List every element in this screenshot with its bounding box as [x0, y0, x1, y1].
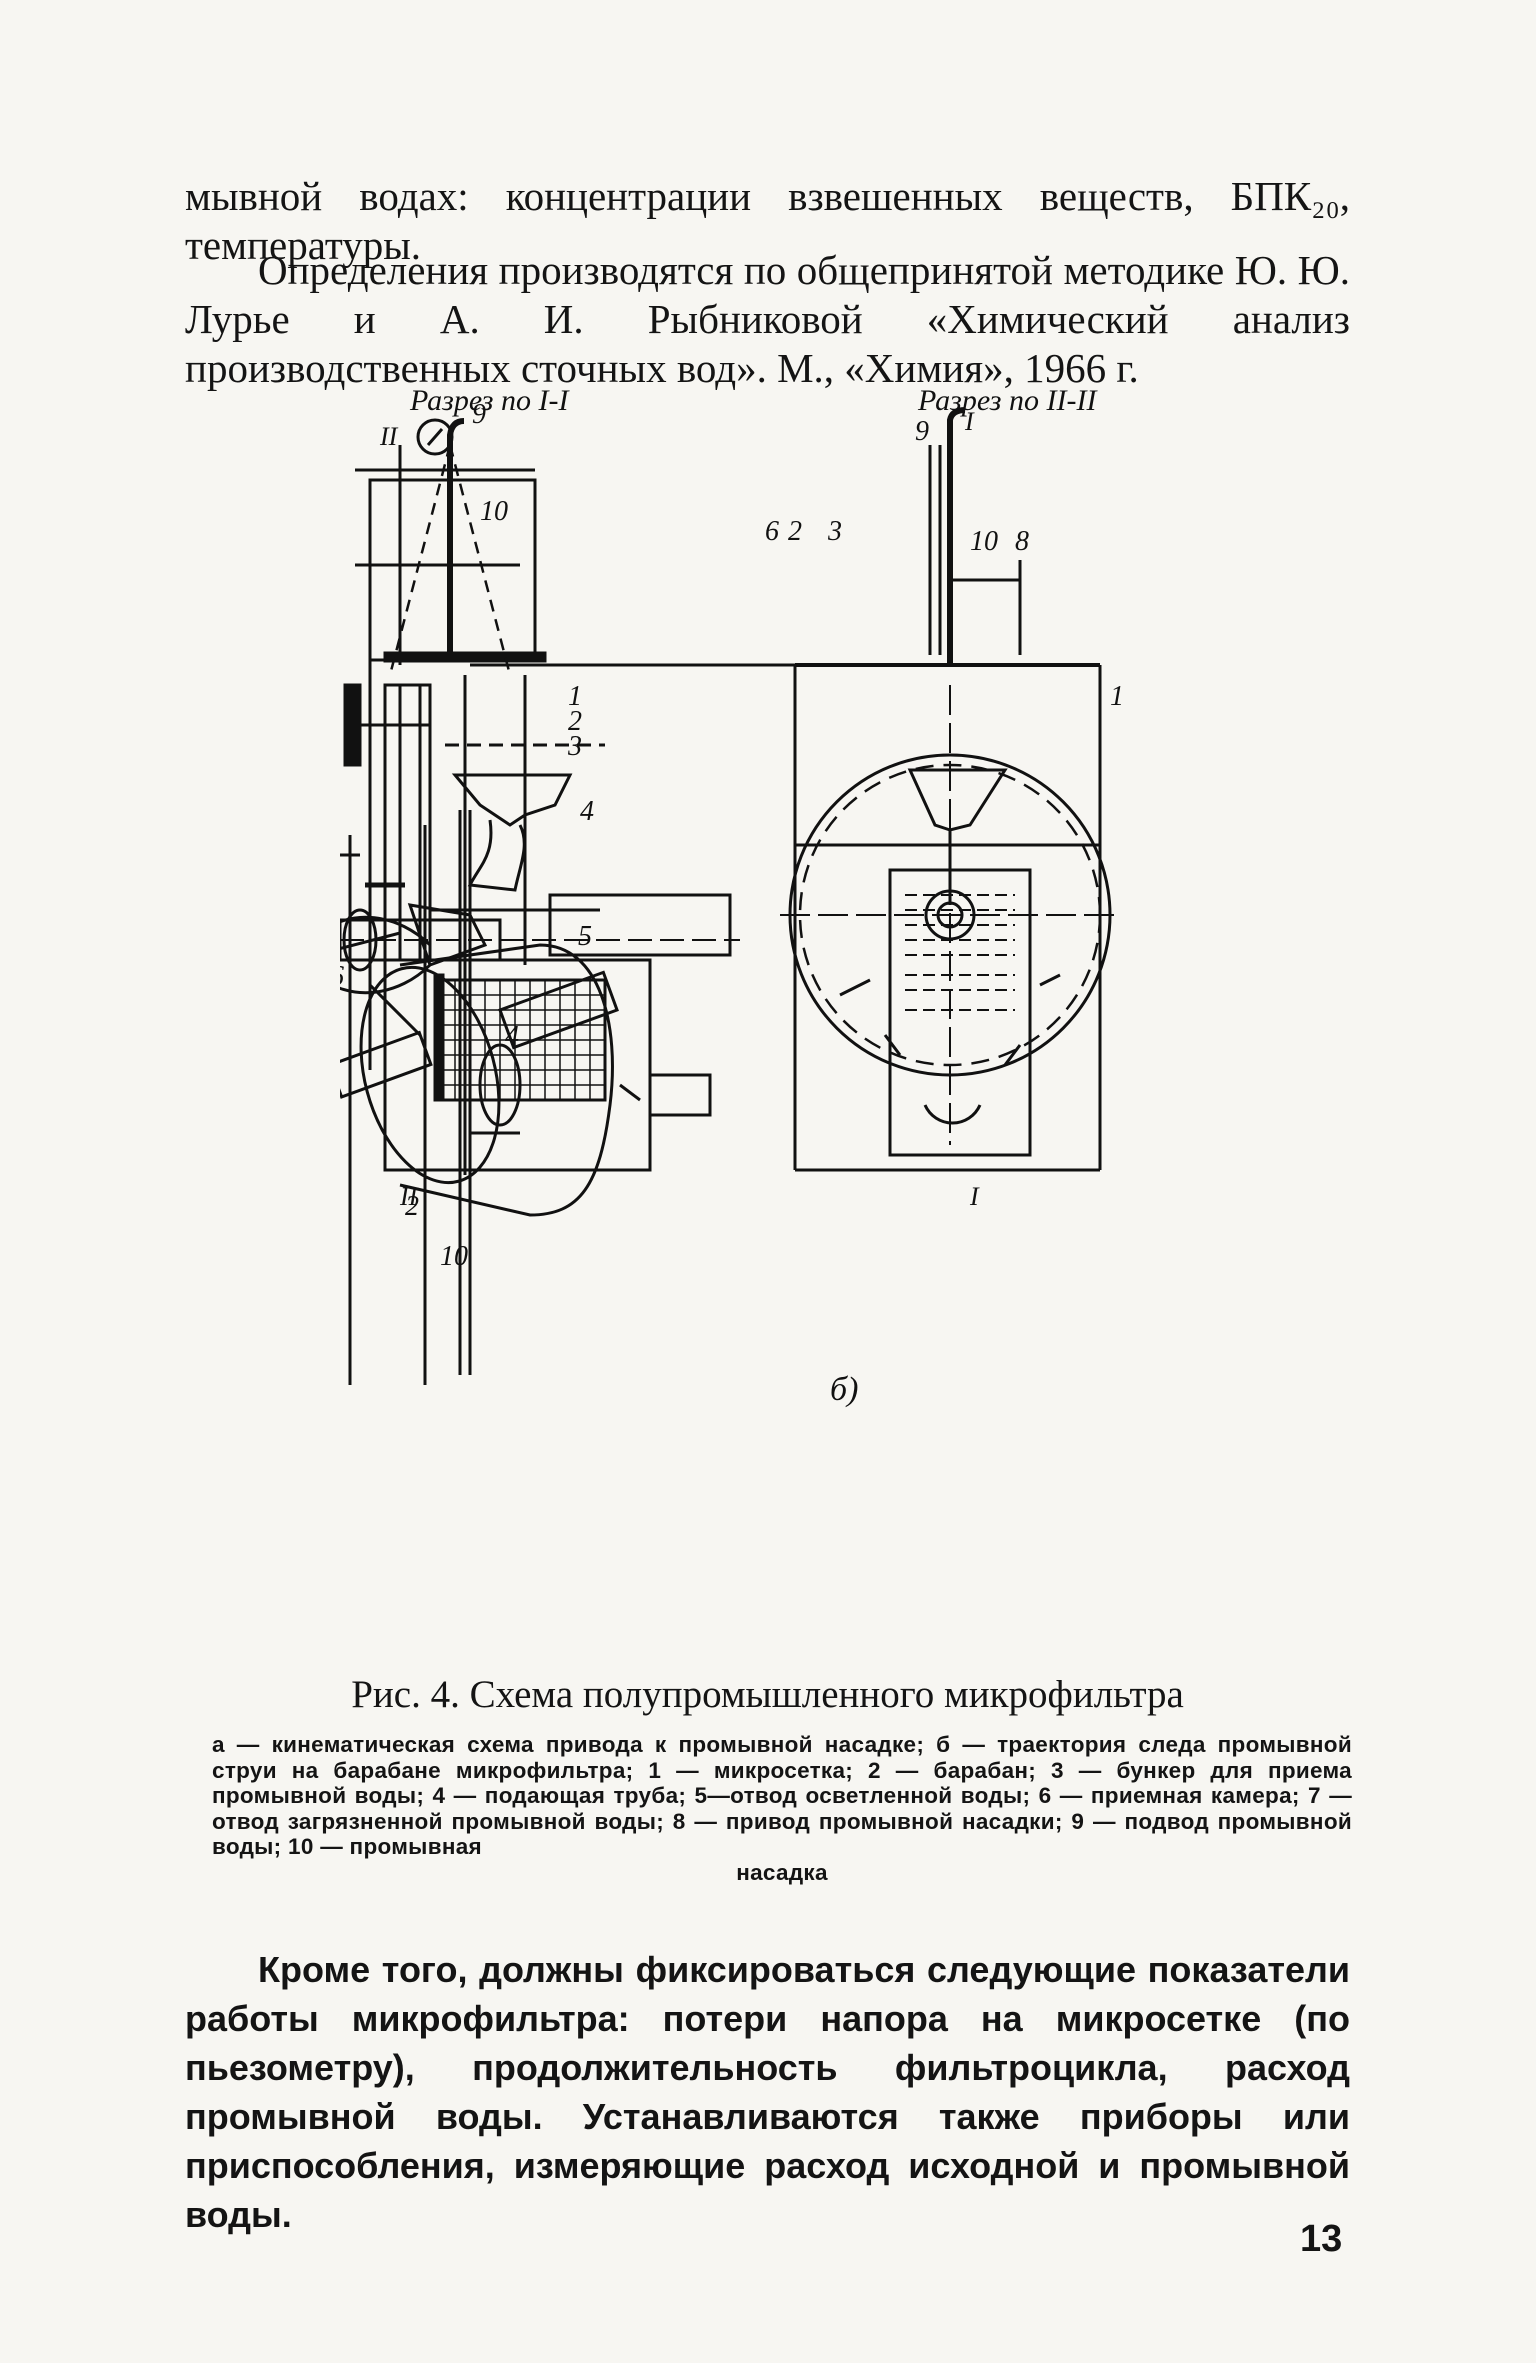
label-6-right: 6 [765, 516, 779, 547]
label-8-right: 8 [1015, 526, 1029, 557]
label-10-kin: 10 [440, 1241, 468, 1272]
section-left-title: Разрез по I-I [409, 385, 570, 417]
kinematic-scheme-drawing [340, 810, 619, 1385]
microfilter-figure: Разрез по I-I Разрез по II-II а) б) II I… [340, 385, 1124, 1408]
label-2-left: 2 [568, 706, 582, 737]
page-number: 13 [1300, 2218, 1343, 2260]
mark-I-top: I [964, 407, 975, 436]
figure-caption-legend: а — кинематическая схема привода к промы… [212, 1732, 1352, 1885]
label-5: 5 [578, 921, 592, 952]
figure-caption-title: Рис. 4. Схема полупромышленного микрофил… [351, 1673, 1184, 1716]
mark-II-top: II [379, 422, 399, 451]
label-4-left: 4 [580, 796, 594, 827]
label-6-left: 6 [340, 961, 344, 992]
label-4-kin: 4 [505, 1021, 519, 1052]
label-2-right: 2 [788, 516, 802, 547]
paragraph-indicators: Кроме того, должны фиксироваться следующ… [185, 1949, 1350, 2235]
label-9-right: 9 [915, 416, 929, 447]
legend-last-word: насадка [736, 1859, 828, 1885]
trajectory-panel-drawing [888, 868, 1032, 1157]
mark-II-bottom: II [399, 1182, 419, 1211]
paragraph-methodology: Определения производятся по общепринятой… [185, 247, 1350, 391]
label-10-right: 10 [970, 526, 998, 557]
label-3-left: 3 [567, 731, 582, 762]
label-b: б) [830, 1371, 858, 1408]
paragraph-continuation: мывной водах: концентрации взвешенных ве… [185, 173, 1350, 268]
label-10-left: 10 [480, 496, 508, 527]
section-right-title: Разрез по II-II [917, 385, 1098, 417]
legend-text: а — кинематическая схема привода к промы… [212, 1732, 1352, 1859]
section-left-drawing [340, 418, 800, 1175]
label-3-right: 3 [827, 516, 842, 547]
label-1-left: 1 [568, 681, 582, 712]
label-2-kin: 2 [405, 1191, 419, 1222]
mark-I-bottom: I [969, 1182, 980, 1211]
label-9-left: 9 [472, 399, 486, 430]
label-1-right: 1 [1110, 681, 1124, 712]
